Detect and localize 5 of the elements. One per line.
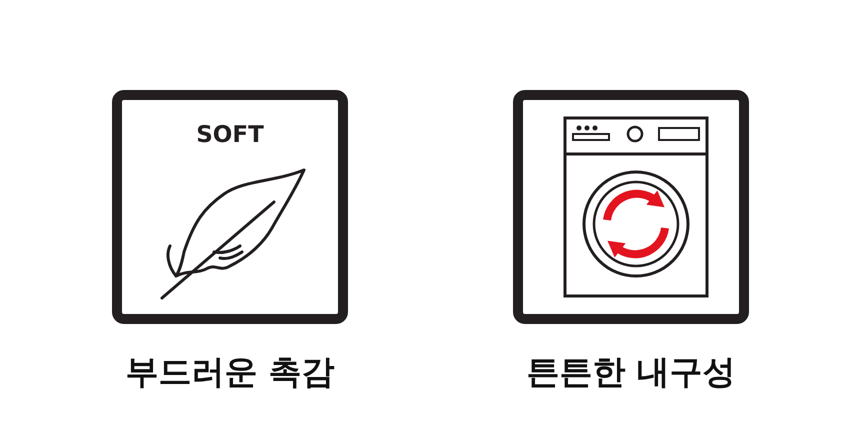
node-label: 튼튼한 내구성 xyxy=(525,351,737,393)
icon-frame xyxy=(513,90,749,324)
icon-frame xyxy=(112,90,348,324)
icon-label: SOFT xyxy=(195,122,265,148)
node-label: 부드러운 촉감 xyxy=(124,351,336,393)
